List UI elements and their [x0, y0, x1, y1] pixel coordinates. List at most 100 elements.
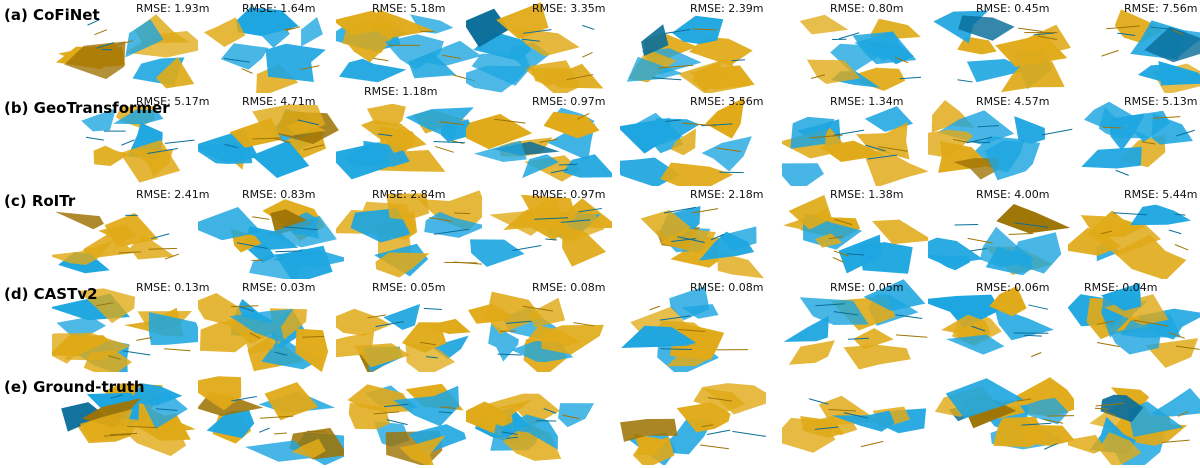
surface-texture-line [1150, 26, 1177, 31]
surface-texture-line [577, 113, 590, 120]
source-fragment [81, 108, 117, 132]
target-fragment [676, 402, 731, 433]
surface-texture-line [241, 68, 253, 74]
target-fragment [544, 63, 604, 89]
target-fragment [500, 414, 558, 450]
target-fragment [626, 56, 683, 82]
point-cloud-render [782, 106, 928, 186]
surface-texture-line [302, 335, 325, 338]
target-fragment [128, 149, 174, 177]
registration-cell [466, 372, 612, 465]
target-fragment [800, 416, 844, 438]
registration-cell: RMSE: 4.71m [198, 93, 344, 186]
target-fragment [52, 333, 89, 364]
surface-texture-line [578, 207, 602, 213]
surface-texture-line [977, 125, 999, 128]
surface-texture-line [808, 398, 829, 405]
surface-texture-line [1047, 415, 1074, 417]
surface-texture-line [1018, 27, 1043, 32]
rmse-label: RMSE: 0.97m [532, 188, 606, 201]
surface-texture-line [103, 433, 131, 437]
surface-texture-line [716, 147, 742, 152]
registration-cell: RMSE: 5.18m [336, 0, 482, 93]
source-fragment [672, 15, 724, 44]
surface-texture-line [731, 59, 746, 62]
surface-texture-line [1096, 342, 1120, 348]
point-cloud-render [928, 100, 1073, 181]
registration-cell: RMSE: 1.34m [782, 93, 928, 186]
surface-texture-line [865, 144, 886, 152]
target-fragment [1068, 227, 1122, 256]
surface-texture-line [1024, 334, 1042, 337]
target-fragment [928, 129, 974, 159]
target-fragment [336, 308, 392, 336]
point-cloud-render [336, 103, 476, 180]
surface-texture-line [108, 355, 121, 360]
rmse-label: RMSE: 2.39m [690, 2, 764, 15]
surface-texture-line [231, 395, 257, 402]
source-fragment [666, 336, 715, 367]
target-fragment [393, 385, 460, 427]
point-cloud-render [466, 393, 595, 461]
source-fragment [953, 158, 1000, 180]
target-fragment [203, 17, 246, 47]
surface-texture-line [969, 247, 987, 252]
surface-texture-line [259, 415, 294, 419]
source-fragment [466, 113, 533, 150]
surface-texture-line [285, 26, 301, 32]
surface-texture-line [954, 223, 979, 226]
rmse-label: RMSE: 0.45m [976, 2, 1050, 15]
surface-texture-line [815, 303, 846, 307]
rmse-label: RMSE: 0.04m [1084, 281, 1158, 294]
method-label: (b) GeoTransformer [4, 99, 170, 117]
surface-texture-line [1115, 169, 1129, 176]
source-fragment [64, 41, 126, 80]
registration-cell: RMSE: 7.56m [1068, 0, 1200, 93]
point-cloud-render [198, 104, 339, 178]
point-cloud-render [933, 10, 1071, 93]
registration-cell [928, 372, 1074, 465]
surface-texture-line [1102, 126, 1122, 129]
registration-cell: RMSE: 0.80m [782, 0, 928, 93]
target-fragment [692, 61, 723, 92]
target-fragment [620, 418, 678, 442]
target-fragment [1127, 401, 1184, 437]
point-cloud-render [198, 376, 344, 465]
surface-texture-line [150, 233, 170, 240]
surface-texture-line [110, 394, 123, 399]
point-cloud-render [782, 395, 927, 453]
source-fragment [93, 145, 129, 166]
surface-texture-line [94, 29, 108, 36]
point-cloud-render [928, 204, 1071, 276]
rmse-label: RMSE: 0.83m [242, 188, 316, 201]
target-fragment [55, 211, 104, 230]
surface-texture-line [701, 424, 714, 428]
registration-cell: RMSE: 5.17m [52, 93, 209, 186]
rmse-label: RMSE: 4.00m [976, 188, 1050, 201]
rmse-label: RMSE: 1.93m [136, 2, 210, 15]
target-fragment [264, 382, 318, 421]
registration-cell: RMSE: 0.83m [198, 186, 344, 279]
surface-texture-line [677, 328, 706, 333]
source-fragment [782, 163, 824, 186]
target-fragment [1068, 434, 1106, 454]
surface-texture-line [1175, 345, 1200, 350]
surface-texture-line [860, 440, 884, 448]
surface-texture-line [1008, 233, 1034, 235]
target-fragment [995, 34, 1068, 68]
surface-texture-line [275, 250, 302, 253]
surface-texture-line [652, 77, 682, 81]
surface-texture-line [367, 314, 387, 319]
surface-texture-line [1030, 352, 1042, 358]
surface-texture-line [659, 315, 691, 321]
surface-texture-line [1014, 222, 1049, 228]
target-fragment [928, 294, 1001, 329]
surface-texture-line [967, 237, 993, 244]
source-fragment [113, 109, 164, 125]
target-fragment [1014, 116, 1046, 144]
surface-texture-line [252, 216, 270, 220]
registration-cell [336, 372, 482, 465]
registration-cell [782, 372, 928, 465]
registration-cell: RMSE: 4.00m [928, 186, 1074, 279]
target-fragment [799, 14, 849, 35]
